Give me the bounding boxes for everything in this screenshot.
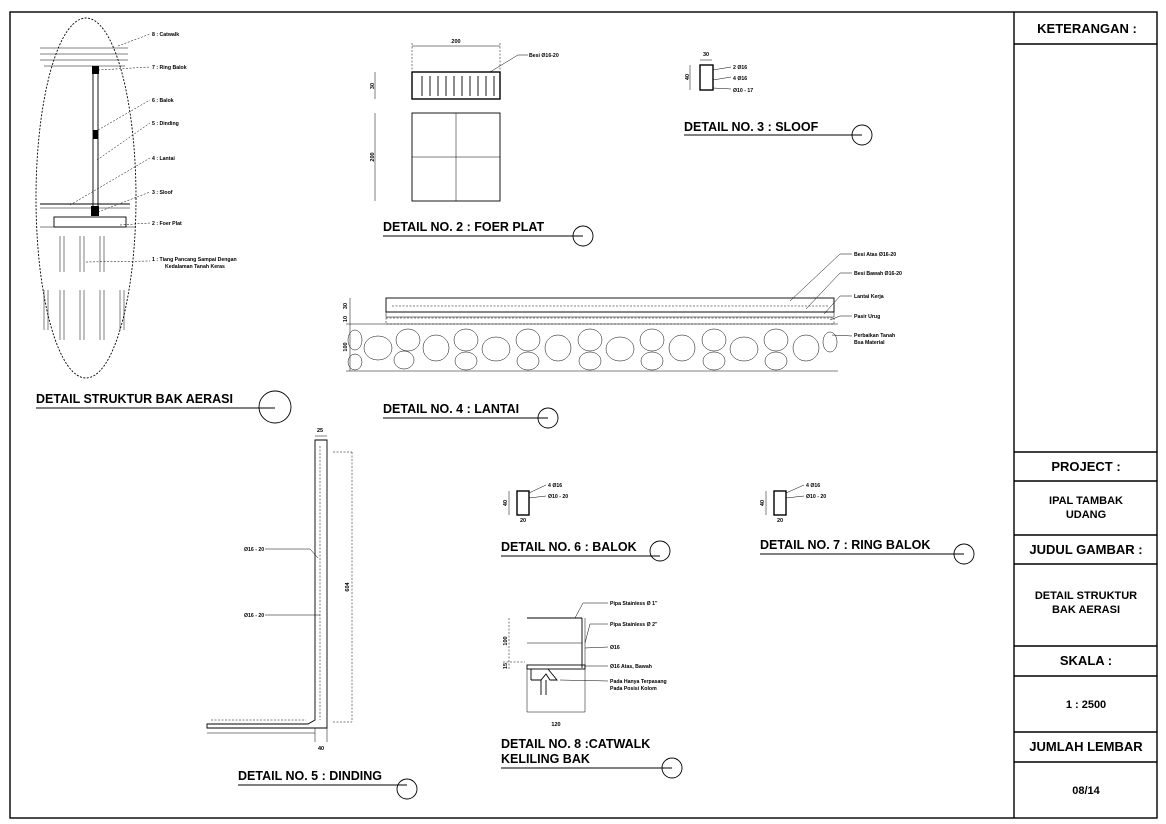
judul-gambar-line2: BAK AERASI [1052,604,1120,616]
jumlah-lembar-label: JUMLAH LEMBAR [1029,739,1143,754]
d2-rebar-label: Besi Ø16-20 [529,53,559,59]
detail-marker [258,390,292,424]
detail-ellipse [35,17,137,379]
sheet-border [9,11,1158,819]
d5-dim-height: 604 [345,581,351,591]
d3-rebar-2: 4 Ø16 [733,76,747,82]
detail-6-title: DETAIL NO. 6 : BALOK [501,540,637,554]
d7-dim-height: 40 [760,500,766,506]
project-label: PROJECT : [1051,459,1120,474]
label-catwalk: 8 : Catwalk [152,32,179,38]
d2-dim-width: 200 [451,39,460,45]
d6-dim-height: 40 [503,500,509,506]
detail-4-lantai: 30 10 100 Besi Atas Ø16-20 Besi Bawah Ø1… [343,252,902,429]
jumlah-lembar-value: 08/14 [1072,785,1100,797]
detail-5-title: DETAIL NO. 5 : DINDING [238,769,382,783]
detail-struktur-bak-aerasi: 8 : Catwalk 7 : Ring Balok 6 : Balok 5 :… [35,17,292,424]
label-dinding: 5 : Dinding [152,121,179,127]
d8-label-besi: Ø16 [610,645,620,651]
d7-rebar-1: 4 Ø16 [806,483,820,489]
label-balok: 6 : Balok [152,98,174,104]
d3-dim-width: 30 [703,52,709,58]
detail-4-marker [537,407,559,429]
d5-dim-bottom: 40 [318,746,324,752]
d8-dim-height: 100 [503,636,509,645]
d4-dim-3: 100 [343,342,349,351]
detail-6-marker [649,540,671,562]
detail-3-title: DETAIL NO. 3 : SLOOF [684,120,819,134]
d4-dim-1: 30 [343,303,349,309]
detail-2-foer-plat: 200 30 Besi Ø16-20 200 DETAIL NO. 2 : FO… [370,39,594,247]
project-name-line2: UDANG [1066,509,1106,521]
d8-label-pipa-2: Pipa Stainless Ø 2" [610,622,658,628]
label-ring-balok: 7 : Ring Balok [152,65,187,71]
d8-label-pada-line1: Pada Hanya Terpasang [610,679,667,685]
skala-value: 1 : 2500 [1066,699,1106,711]
title-block: KETERANGAN : PROJECT : IPAL TAMBAK UDANG… [1014,21,1157,797]
detail-8-marker [661,757,683,779]
d4-label-besi-atas: Besi Atas Ø16-20 [854,252,896,258]
d6-rebar-2: Ø10 - 20 [548,494,568,500]
keterangan-label: KETERANGAN : [1037,21,1137,36]
d4-label-lantai-kerja: Lantai Kerja [854,294,884,300]
label-sloof: 3 : Sloof [152,190,173,196]
d8-label-atas-bawah: Ø16 Atas, Bawah [610,664,652,670]
label-tiang-pancang-line2: Kedalaman Tanah Keras [165,264,225,270]
d2-dim-height-bottom: 200 [370,152,376,161]
d4-label-besi-bawah: Besi Bawah Ø16-20 [854,271,902,277]
d8-label-pada-line2: Pada Posisi Kolom [610,686,657,692]
d4-label-perbaikan-line2: Bsa Material [854,340,885,346]
skala-label: SKALA : [1060,653,1112,668]
judul-gambar-line1: DETAIL STRUKTUR [1035,590,1137,602]
label-lantai: 4 : Lantai [152,156,175,162]
d4-dim-2: 10 [343,316,349,322]
detail-3-marker [851,124,873,146]
detail-5-marker [396,778,418,800]
detail-8-catwalk: 100 15 120 Pipa Stainless Ø 1" Pipa Stai… [501,601,683,779]
detail-3-sloof: 30 40 2 Ø16 4 Ø16 Ø10 - 17 DETAIL NO. 3 … [684,52,873,146]
detail-2-marker [572,225,594,247]
d8-dim-width: 120 [551,722,560,728]
d8-label-pipa-1: Pipa Stainless Ø 1" [610,601,658,607]
d6-rebar-1: 4 Ø16 [548,483,562,489]
d5-rebar-lower: Ø16 - 20 [244,613,264,619]
d3-rebar-1: 2 Ø16 [733,65,747,71]
d7-rebar-2: Ø10 - 20 [806,494,826,500]
d4-label-perbaikan-line1: Perbaikan Tanah [854,333,895,339]
detail-5-dinding: 25 40 604 Ø16 - 20 Ø16 - 20 DETAIL NO. 5… [206,428,418,800]
d8-dim-small: 15 [503,663,509,669]
label-foer-plat: 2 : Foer Plat [152,221,182,227]
detail-7-marker [953,543,975,565]
project-name-line1: IPAL TAMBAK [1049,495,1123,507]
detail-8-title-line2: KELILING BAK [501,752,590,766]
judul-gambar-label: JUDUL GAMBAR : [1029,542,1142,557]
d2-dim-height-top: 30 [370,83,376,89]
detail-2-title: DETAIL NO. 2 : FOER PLAT [383,220,544,234]
d5-dim-top: 25 [317,428,323,434]
detail-6-balok: 40 20 4 Ø16 Ø10 - 20 DETAIL NO. 6 : BALO… [501,483,671,562]
label-tiang-pancang-line1: 1 : Tiang Pancang Sampai Dengan [152,257,237,263]
d6-dim-width: 20 [520,518,526,524]
d3-dim-height: 40 [685,74,691,80]
d4-label-pasir-urug: Pasir Urug [854,314,880,320]
detail-8-title-line1: DETAIL NO. 8 :CATWALK [501,737,650,751]
detail-struktur-title: DETAIL STRUKTUR BAK AERASI [36,392,233,406]
d5-rebar-upper: Ø16 - 20 [244,547,264,553]
detail-4-title: DETAIL NO. 4 : LANTAI [383,402,519,416]
d3-rebar-3: Ø10 - 17 [733,88,753,94]
detail-7-title: DETAIL NO. 7 : RING BALOK [760,538,930,552]
d7-dim-width: 20 [777,518,783,524]
detail-7-ring-balok: 40 20 4 Ø16 Ø10 - 20 DETAIL NO. 7 : RING… [760,483,975,565]
